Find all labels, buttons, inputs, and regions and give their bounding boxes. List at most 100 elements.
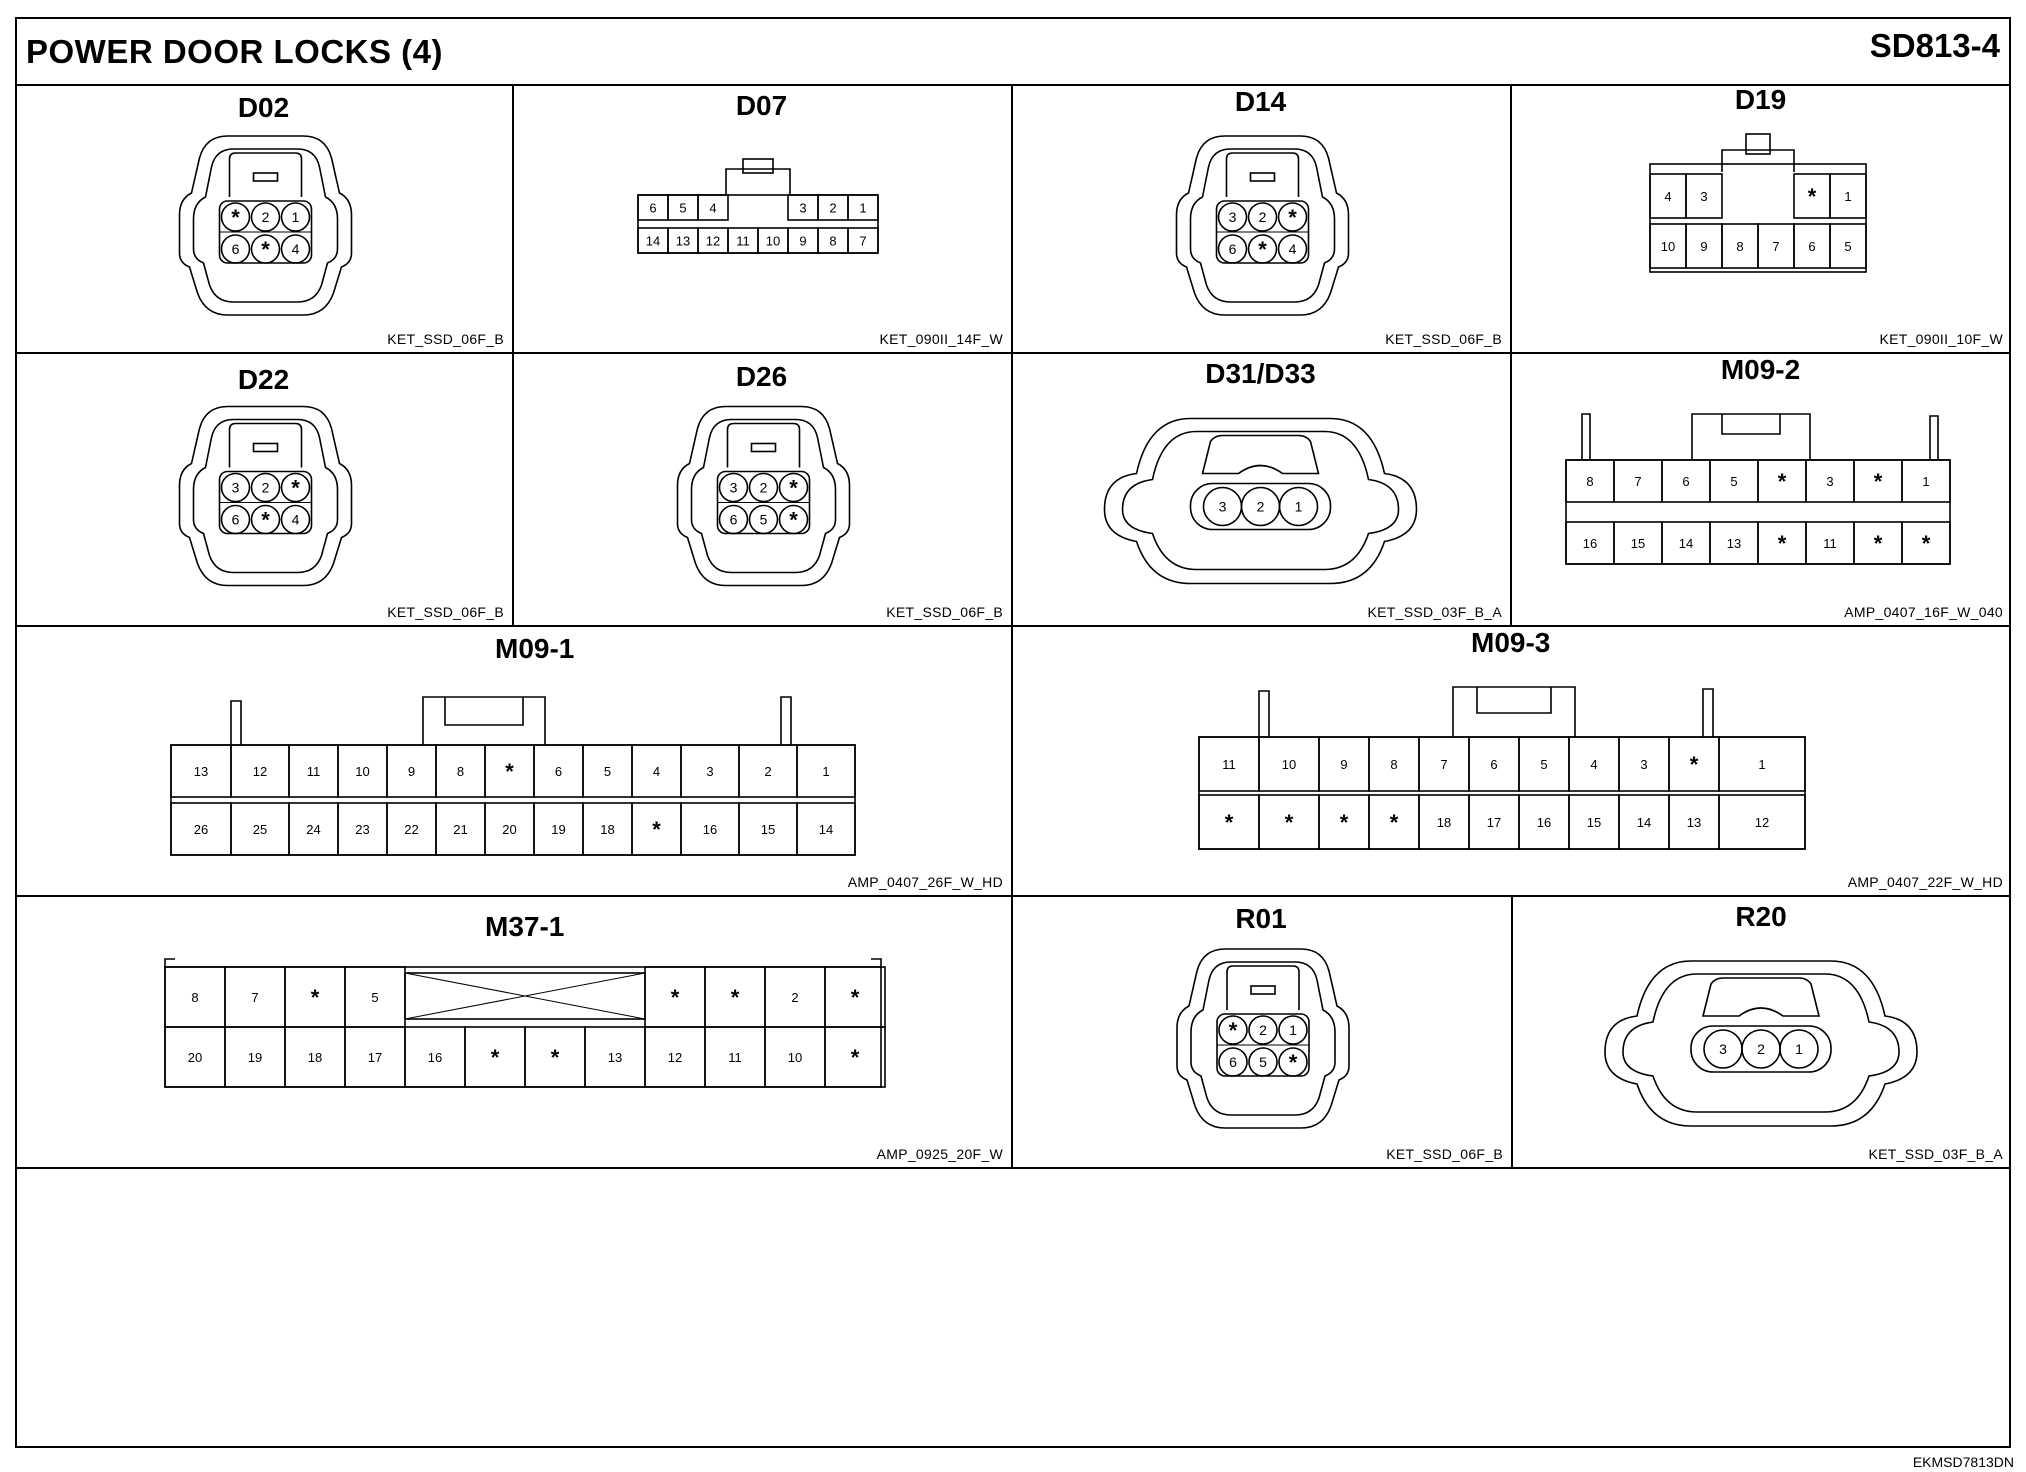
pin-label: 1 xyxy=(822,764,829,779)
connector-ref: AMP_0407_26F_W_HD xyxy=(847,874,1003,890)
connector-title: D02 xyxy=(237,92,290,123)
pin-label: 9 xyxy=(408,764,415,779)
pin-block xyxy=(1189,482,1332,531)
connector-housing xyxy=(1604,960,1918,1127)
pin-label: 4 xyxy=(292,241,300,257)
pin-label: 8 xyxy=(1736,239,1743,254)
pin-label: 6 xyxy=(649,201,656,216)
pin-label: 5 xyxy=(1844,239,1851,254)
locking-tab xyxy=(228,152,303,197)
pin-label: 1 xyxy=(1295,499,1303,515)
connector-title: M09-1 xyxy=(495,633,575,664)
pin-label: 11 xyxy=(1222,757,1236,772)
pin-label: 13 xyxy=(676,234,690,249)
unused-pin-marker: * xyxy=(505,759,514,784)
pin-label: 14 xyxy=(819,822,833,837)
unused-pin-marker: * xyxy=(231,205,240,230)
pin-cavity xyxy=(1247,202,1278,232)
unused-pin-marker: * xyxy=(1285,810,1294,835)
connector-title: D14 xyxy=(1234,86,1287,117)
connector-tab xyxy=(1258,690,1270,737)
page-title: POWER DOOR LOCKS (4) xyxy=(26,33,444,70)
pin-label: 16 xyxy=(1537,815,1551,830)
pin-label: 18 xyxy=(600,822,614,837)
pin-cavity xyxy=(1247,234,1278,264)
unused-pin-marker: * xyxy=(851,985,860,1010)
pin-cavity xyxy=(1217,202,1248,232)
unused-pin-marker: * xyxy=(1225,810,1234,835)
col-divider-4 xyxy=(1511,895,1513,1167)
pin-label: 14 xyxy=(646,234,660,249)
pin-label: 9 xyxy=(1340,757,1347,772)
pin-cavity xyxy=(280,234,311,264)
locking-slot xyxy=(1745,133,1771,155)
locking-tab xyxy=(1701,977,1821,1017)
pin-label: 2 xyxy=(1757,1041,1765,1057)
pin-label: 2 xyxy=(829,201,836,216)
pin-label: 25 xyxy=(253,822,267,837)
pin-label: 2 xyxy=(262,480,270,496)
unused-pin-marker: * xyxy=(789,508,798,533)
pin-label: 5 xyxy=(604,764,611,779)
unused-pin-marker: * xyxy=(652,817,661,842)
pin-label: 2 xyxy=(1259,209,1267,225)
row-divider-4 xyxy=(15,1167,2011,1169)
unused-pin-marker: * xyxy=(671,985,680,1010)
blocked-cavity-cross xyxy=(404,972,646,1020)
pin-label: 9 xyxy=(1700,239,1707,254)
pin-label: 9 xyxy=(799,234,806,249)
connector-inner-wall xyxy=(690,418,837,574)
connector-title: R01 xyxy=(1235,903,1287,934)
locking-slot xyxy=(1250,985,1276,995)
connector-title: R20 xyxy=(1735,901,1787,932)
pin-cavity xyxy=(1277,202,1308,232)
pin-label: 20 xyxy=(502,822,516,837)
pin-label: 3 xyxy=(1640,757,1647,772)
col-divider-3 xyxy=(1510,84,1512,625)
pin-label: 19 xyxy=(248,1050,262,1065)
pin-label: 5 xyxy=(760,512,768,528)
unused-pin-marker: * xyxy=(551,1045,560,1070)
pin-label: 5 xyxy=(1730,474,1737,489)
pin-label: 8 xyxy=(1390,757,1397,772)
pin-label: 8 xyxy=(457,764,464,779)
pin-cavity xyxy=(1718,736,1806,792)
unused-pin-marker: * xyxy=(1874,469,1883,494)
row-divider-2 xyxy=(15,625,2011,627)
pin-label: 8 xyxy=(191,990,198,1005)
connector-inner-wall xyxy=(1190,961,1336,1116)
pin-label: 3 xyxy=(232,480,240,496)
pin-cavity xyxy=(220,202,251,232)
pin-label: 16 xyxy=(703,822,717,837)
pin-label: 13 xyxy=(608,1050,622,1065)
pin-label: 13 xyxy=(1687,815,1701,830)
connector-inner-wall xyxy=(1121,430,1400,571)
pin-label: 15 xyxy=(761,822,775,837)
page-code: SD813-4 xyxy=(1869,27,2000,64)
pin-cavity xyxy=(847,227,879,254)
connector-ref: AMP_0407_16F_W_040 xyxy=(1844,604,2003,620)
unused-pin-marker: * xyxy=(1874,531,1883,556)
pin-label: 4 xyxy=(292,512,300,528)
pin-cavity xyxy=(824,1026,886,1088)
pin-label: 2 xyxy=(1259,1022,1267,1038)
pin-label: 6 xyxy=(1490,757,1497,772)
pin-cavity xyxy=(1901,459,1951,503)
pin-label: 14 xyxy=(1679,536,1693,551)
pin-label: 1 xyxy=(1844,189,1851,204)
pin-label: 7 xyxy=(1440,757,1447,772)
unused-pin-marker: * xyxy=(1808,184,1817,209)
pin-label: 1 xyxy=(1758,757,1765,772)
pin-label: 13 xyxy=(194,764,208,779)
pin-label: 10 xyxy=(1282,757,1296,772)
connector-ref: KET_SSD_03F_B_A xyxy=(1868,1146,2003,1162)
unused-pin-marker: * xyxy=(789,476,798,501)
pin-label: 18 xyxy=(1437,815,1451,830)
connector-title: D07 xyxy=(735,90,788,121)
